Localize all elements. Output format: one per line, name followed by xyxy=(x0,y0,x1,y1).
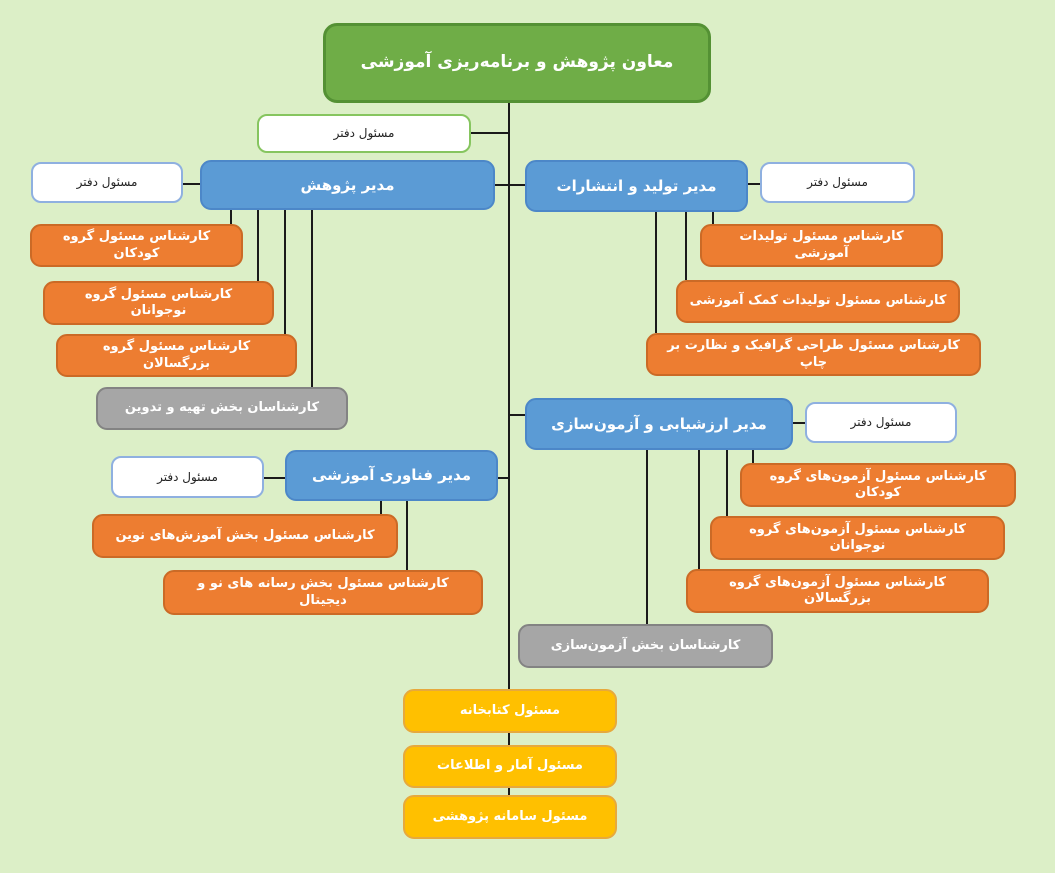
node-staff-unit-1: مسئول کتابخانه xyxy=(403,689,617,733)
node-research-child-2: کارشناس مسئول گروه نوجوانان xyxy=(43,281,274,325)
node-evaluation-section: کارشناسان بخش آزمون‌سازی xyxy=(518,624,773,668)
connector-research-child-3 xyxy=(284,210,286,334)
node-research-child-1: کارشناس مسئول گروه کودکان xyxy=(30,224,243,267)
connector-unit-gap-1 xyxy=(508,733,510,745)
node-research-child-3: کارشناس مسئول گروه بزرگسالان xyxy=(56,334,297,377)
node-technology-office: مسئول دفتر xyxy=(111,456,264,498)
node-research-manager: مدیر پژوهش xyxy=(200,160,495,210)
connector-technology xyxy=(498,477,509,479)
connector-technology-child-1 xyxy=(380,501,382,514)
connector-evaluation-child-2 xyxy=(726,450,728,516)
node-production-child-2: کارشناس مسئول تولیدات کمک آموزشی xyxy=(676,280,960,323)
node-production-child-1: کارشناس مسئول تولیدات آموزشی xyxy=(700,224,943,267)
node-production-child-3: کارشناس مسئول طراحی گرافیک و نظارت بر چا… xyxy=(646,333,981,376)
connector-production-office xyxy=(748,183,760,185)
node-deputy-office: مسئول دفتر xyxy=(257,114,471,153)
connector-research-child-2 xyxy=(257,210,259,282)
connector-evaluation-child-1 xyxy=(752,450,754,463)
connector-technology-child-2 xyxy=(406,501,408,570)
connector-production-child-3 xyxy=(655,212,657,333)
connector-evaluation xyxy=(509,414,525,416)
connector-production xyxy=(509,184,525,186)
node-evaluation-manager: مدیر ارزشیابی و آزمون‌سازی xyxy=(525,398,793,450)
node-production-office: مسئول دفتر xyxy=(760,162,915,203)
connector-research-office xyxy=(183,183,200,185)
connector-production-child-1 xyxy=(712,212,714,224)
connector-evaluation-child-3 xyxy=(698,450,700,569)
connector-technology-office xyxy=(264,477,285,479)
connector-unit-gap-2 xyxy=(508,788,510,795)
node-research-section: کارشناسان بخش تهیه و تدوین xyxy=(96,387,348,430)
node-technology-child-1: کارشناس مسئول بخش آموزش‌های نوین xyxy=(92,514,398,558)
node-technology-child-2: کارشناس مسئول بخش رسانه های نو و دیجیتال xyxy=(163,570,483,615)
node-evaluation-child-3: کارشناس مسئول آزمون‌های گروه بزرگسالان xyxy=(686,569,989,613)
connector-research-child-1 xyxy=(230,210,232,224)
node-deputy: معاون پژوهش و برنامه‌ریزی آموزشی xyxy=(323,23,711,103)
connector-research xyxy=(495,184,509,186)
node-staff-unit-3: مسئول سامانه پژوهشی xyxy=(403,795,617,839)
connector-evaluation-office xyxy=(793,422,805,424)
connector-deputy-office xyxy=(471,132,509,134)
node-research-office: مسئول دفتر xyxy=(31,162,183,203)
node-technology-manager: مدیر فناوری آموزشی xyxy=(285,450,498,501)
node-evaluation-child-1: کارشناس مسئول آزمون‌های گروه کودکان xyxy=(740,463,1016,507)
connector-production-child-2 xyxy=(685,212,687,280)
node-evaluation-child-2: کارشناس مسئول آزمون‌های گروه نوجوانان xyxy=(710,516,1005,560)
node-production-manager: مدیر تولید و انتشارات xyxy=(525,160,748,212)
node-staff-unit-2: مسئول آمار و اطلاعات xyxy=(403,745,617,788)
connector-evaluation-child-4 xyxy=(646,450,648,624)
connector-spine xyxy=(508,103,510,689)
connector-research-child-4 xyxy=(311,210,313,387)
node-evaluation-office: مسئول دفتر xyxy=(805,402,957,443)
